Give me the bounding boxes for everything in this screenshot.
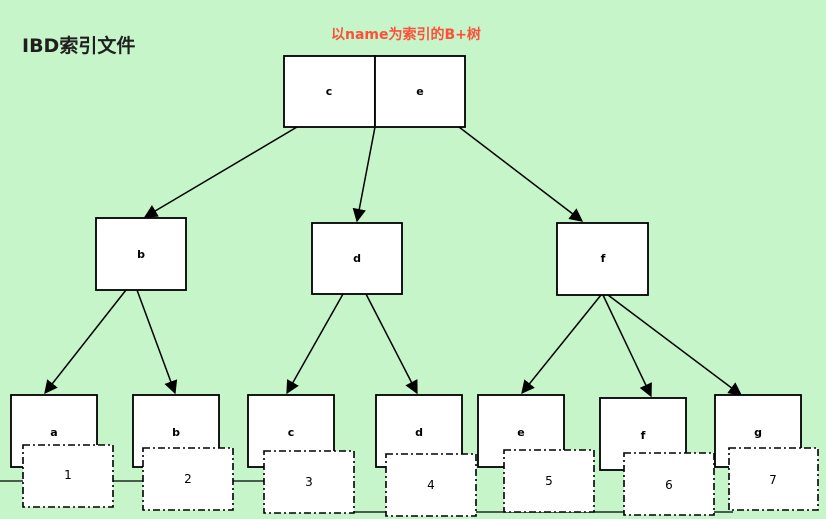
leaf-key-d: d [415, 426, 423, 439]
record-value-3: 3 [305, 475, 313, 489]
record-value-2: 2 [184, 472, 192, 486]
root-key-cell-0 [283, 55, 376, 128]
record-value-6: 6 [665, 478, 673, 492]
edge-root-b [143, 126, 298, 218]
record-box-2: 2 [142, 447, 234, 511]
record-value-7: 7 [769, 473, 777, 487]
edge-d-c [286, 293, 344, 395]
leaf-key-b: b [172, 426, 180, 439]
root-key-cell-1 [374, 55, 466, 128]
leaf-key-e: e [517, 426, 524, 439]
leaf-key-g: g [754, 426, 762, 439]
internal-key-f: f [601, 252, 606, 265]
internal-key-d: d [353, 252, 361, 265]
internal-node-b: b [95, 217, 187, 291]
record-box-3: 3 [263, 450, 355, 514]
edge-f-f [602, 294, 652, 398]
tree-edges [44, 126, 743, 398]
edge-root-d [352, 126, 376, 223]
leaf-key-f: f [641, 429, 646, 442]
edge-b-b [136, 289, 178, 395]
root-key-0: c [326, 85, 333, 98]
record-value-4: 4 [427, 478, 435, 492]
edge-root-f [458, 126, 584, 222]
record-box-4: 4 [385, 453, 477, 517]
internal-node-f: f [556, 222, 649, 296]
record-box-5: 5 [503, 449, 595, 513]
internal-key-b: b [137, 248, 145, 261]
record-box-1: 1 [22, 444, 114, 508]
edge-f-g [607, 294, 743, 396]
edge-f-e [521, 294, 602, 395]
page-title: IBD索引文件 [22, 35, 136, 57]
leaf-key-c: c [288, 426, 295, 439]
internal-node-d: d [311, 222, 403, 295]
record-value-5: 5 [545, 474, 553, 488]
record-box-7: 7 [728, 447, 819, 511]
edge-b-a [44, 289, 127, 395]
root-node: c e [283, 55, 466, 128]
leaf-key-a: a [50, 426, 57, 439]
record-value-1: 1 [64, 468, 72, 482]
root-key-1: e [416, 85, 423, 98]
edge-d-d [365, 293, 418, 395]
record-box-6: 6 [623, 452, 715, 516]
diagram-caption: 以name为索引的B+树 [331, 27, 481, 43]
